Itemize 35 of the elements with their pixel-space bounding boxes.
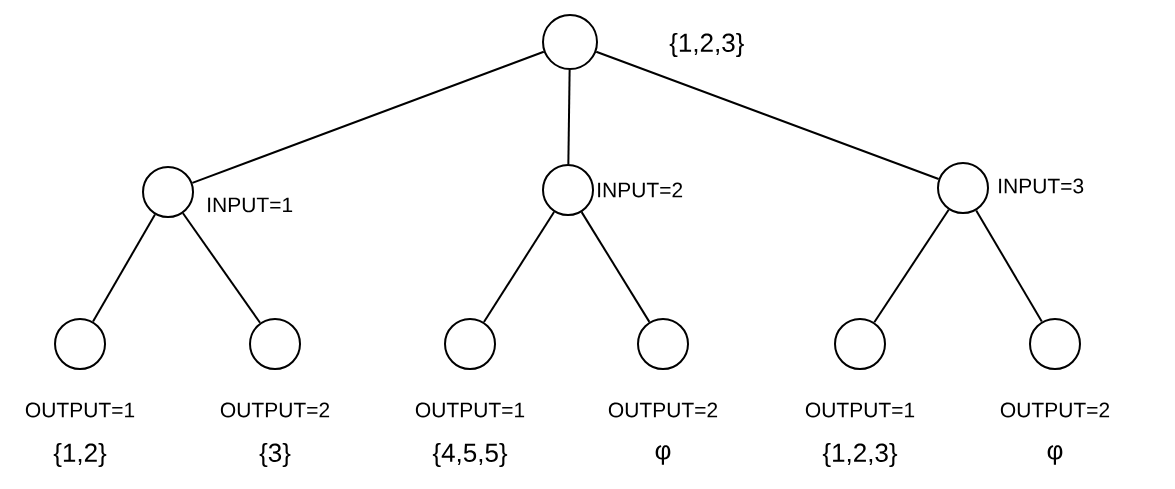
connector-line — [873, 208, 950, 324]
set-label: φ — [655, 445, 671, 465]
tree-node-circle — [54, 318, 106, 370]
connector-line — [482, 210, 556, 324]
set-label: {4,5,5} — [432, 442, 508, 468]
output-label: OUTPUT=2 — [608, 402, 718, 418]
connector-line — [580, 211, 651, 323]
connector-line — [92, 213, 156, 323]
output-label: OUTPUT=1 — [25, 402, 135, 418]
set-label: {1,2,3} — [822, 442, 898, 468]
output-label: OUTPUT=1 — [415, 402, 525, 418]
input-label: INPUT=2 — [598, 182, 683, 198]
set-label: {1,2} — [53, 442, 107, 468]
tree-node-circle — [637, 318, 689, 370]
tree-node-circle — [249, 318, 301, 370]
connector-line — [182, 212, 262, 324]
connector-line — [975, 209, 1043, 323]
connector-line — [567, 69, 571, 165]
tree-node-circle — [142, 166, 194, 218]
set-label: {1,2,3} — [669, 32, 744, 58]
connector-line — [191, 50, 545, 184]
tree-node-circle — [444, 318, 496, 370]
tree-node-circle — [834, 318, 886, 370]
output-label: OUTPUT=1 — [805, 402, 915, 418]
tree-node-circle — [1029, 318, 1081, 370]
tree-node-circle — [542, 14, 598, 70]
set-label: φ — [1047, 445, 1063, 465]
tree-node-circle — [937, 162, 989, 214]
set-label: {3} — [259, 442, 291, 468]
tree-node-circle — [542, 164, 594, 216]
input-label: INPUT=1 — [208, 197, 293, 213]
output-label: OUTPUT=2 — [1000, 402, 1110, 418]
connector-line — [595, 50, 940, 180]
output-label: OUTPUT=2 — [220, 402, 330, 418]
input-label: INPUT=3 — [999, 178, 1084, 194]
